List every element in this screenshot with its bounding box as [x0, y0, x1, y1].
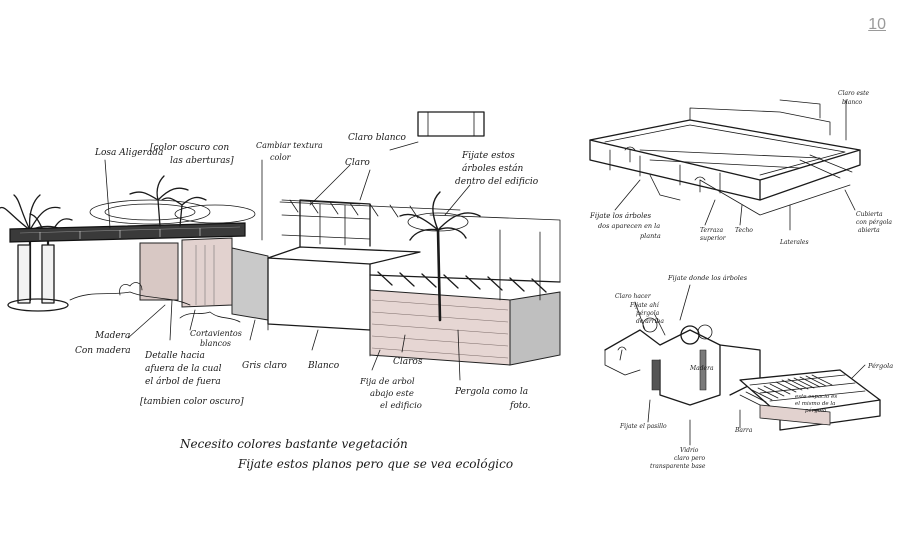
note-espacio-1: este espacio es: [795, 394, 837, 400]
note-claro-blanco: Claro blanco: [348, 133, 407, 143]
bottom-right-sketch: Fijate donde los árboles Claro hacer Fij…: [604, 274, 893, 470]
note-pergola-br-right: Pérgola: [867, 362, 893, 370]
note-cortavientos: Cortavientos: [190, 329, 242, 338]
note-vidrio: Vidrio: [680, 447, 699, 454]
top-right-sketch: Claro este blanco Fijate los árboles dos…: [589, 90, 892, 246]
note-tambien: [tambien color oscuro]: [140, 397, 244, 407]
note-pergola-br: pérgola: [636, 310, 660, 317]
note-claro-hacer: Claro hacer: [615, 293, 652, 300]
pergola-center: [279, 199, 461, 219]
note-cubierta: Cubierta: [856, 211, 883, 218]
top-detail-boxes: [389, 111, 485, 151]
note-bottom-1: Necesito colores bastante vegetación: [179, 437, 408, 451]
note-aberturas: las aberturas]: [170, 156, 234, 166]
note-claro: Claro: [345, 158, 370, 168]
palm-tree-left: [0, 194, 73, 302]
main-architectural-sketch: Losa Aligerada [color oscuro con las abe…: [0, 111, 561, 471]
note-fijate-arboles: Fijate los árboles: [589, 212, 651, 220]
note-planta: planta: [640, 232, 661, 240]
note-arbol-fuera: el árbol de fuera: [145, 376, 221, 387]
note-color-oscuro: [color oscuro con: [150, 143, 229, 153]
note-dentro-edificio: dentro del edificio: [455, 177, 539, 187]
note-espacio-2: el mismo de la: [795, 401, 835, 407]
note-dos-aparecen: dos aparecen en la: [598, 222, 660, 230]
note-laterales: Laterales: [779, 239, 809, 246]
note-losa: Losa Aligerada: [94, 148, 163, 158]
note-blancos: blancos: [200, 339, 231, 348]
note-fijate-estos: Fijate estos: [461, 151, 515, 161]
note-blanco: Blanco: [307, 361, 340, 371]
main-annotations: Losa Aligerada [color oscuro con las abe…: [75, 133, 539, 471]
note-foto: foto.: [509, 401, 531, 411]
canopy-ellipses: [89, 199, 256, 225]
note-arboles-estan: árboles están: [462, 163, 523, 174]
note-madera-br: Madera: [689, 365, 714, 372]
note-pergola: Pergola como la: [454, 387, 528, 397]
note-afuera: afuera de la cual: [145, 364, 222, 374]
note-terraza: Terraza: [700, 227, 724, 234]
pergola-right: [369, 214, 561, 301]
note-con-madera: Con madera: [75, 346, 131, 356]
page-number: 10: [868, 16, 886, 33]
note-techo: Techo: [735, 227, 753, 234]
leader-lines: [104, 159, 471, 381]
palm-trees-roof: [129, 175, 207, 227]
note-abierta: abierta: [858, 227, 880, 234]
note-barra: Barra: [734, 427, 753, 434]
right-shaded-volume: [369, 289, 561, 366]
palm-tree-center: [399, 191, 481, 322]
note-superior: superior: [700, 235, 727, 242]
note-de-arriba: de arriba: [636, 318, 664, 325]
note-edificio: el edificio: [380, 401, 422, 411]
note-detalle: Detalle hacia: [144, 351, 205, 361]
note-espacio-3: pérgola: [805, 407, 826, 414]
note-con-pergola: con pérgola: [856, 219, 892, 226]
ground-foliage: [69, 282, 371, 357]
note-fija-arbol: Fija de arbol: [359, 377, 415, 387]
note-claro-este: Claro este: [838, 90, 870, 97]
note-textura: Cambiar textura: [256, 141, 323, 150]
note-claro-pero: claro pero: [674, 455, 706, 462]
note-transparente: transparente base: [650, 463, 706, 470]
note-gris-claro: Gris claro: [242, 361, 287, 371]
note-madera: Madera: [94, 331, 130, 341]
dark-roof-slab: [9, 222, 246, 243]
note-abajo: abajo este: [370, 389, 414, 399]
shaded-walls: [139, 237, 269, 321]
note-fijate-ahi: Fijate ahí: [629, 302, 660, 309]
left-pillars: [7, 244, 69, 312]
note-color: color: [270, 153, 292, 162]
note-fijate-donde: Fijate donde los árboles: [667, 274, 748, 282]
note-claros: Claros: [393, 357, 423, 367]
note-bottom-2: Fijate estos planos pero que se vea ecol…: [237, 457, 513, 471]
note-fijate-pasillo: Fijate el pasillo: [619, 423, 667, 430]
note-blanco-tr: blanco: [842, 99, 863, 106]
